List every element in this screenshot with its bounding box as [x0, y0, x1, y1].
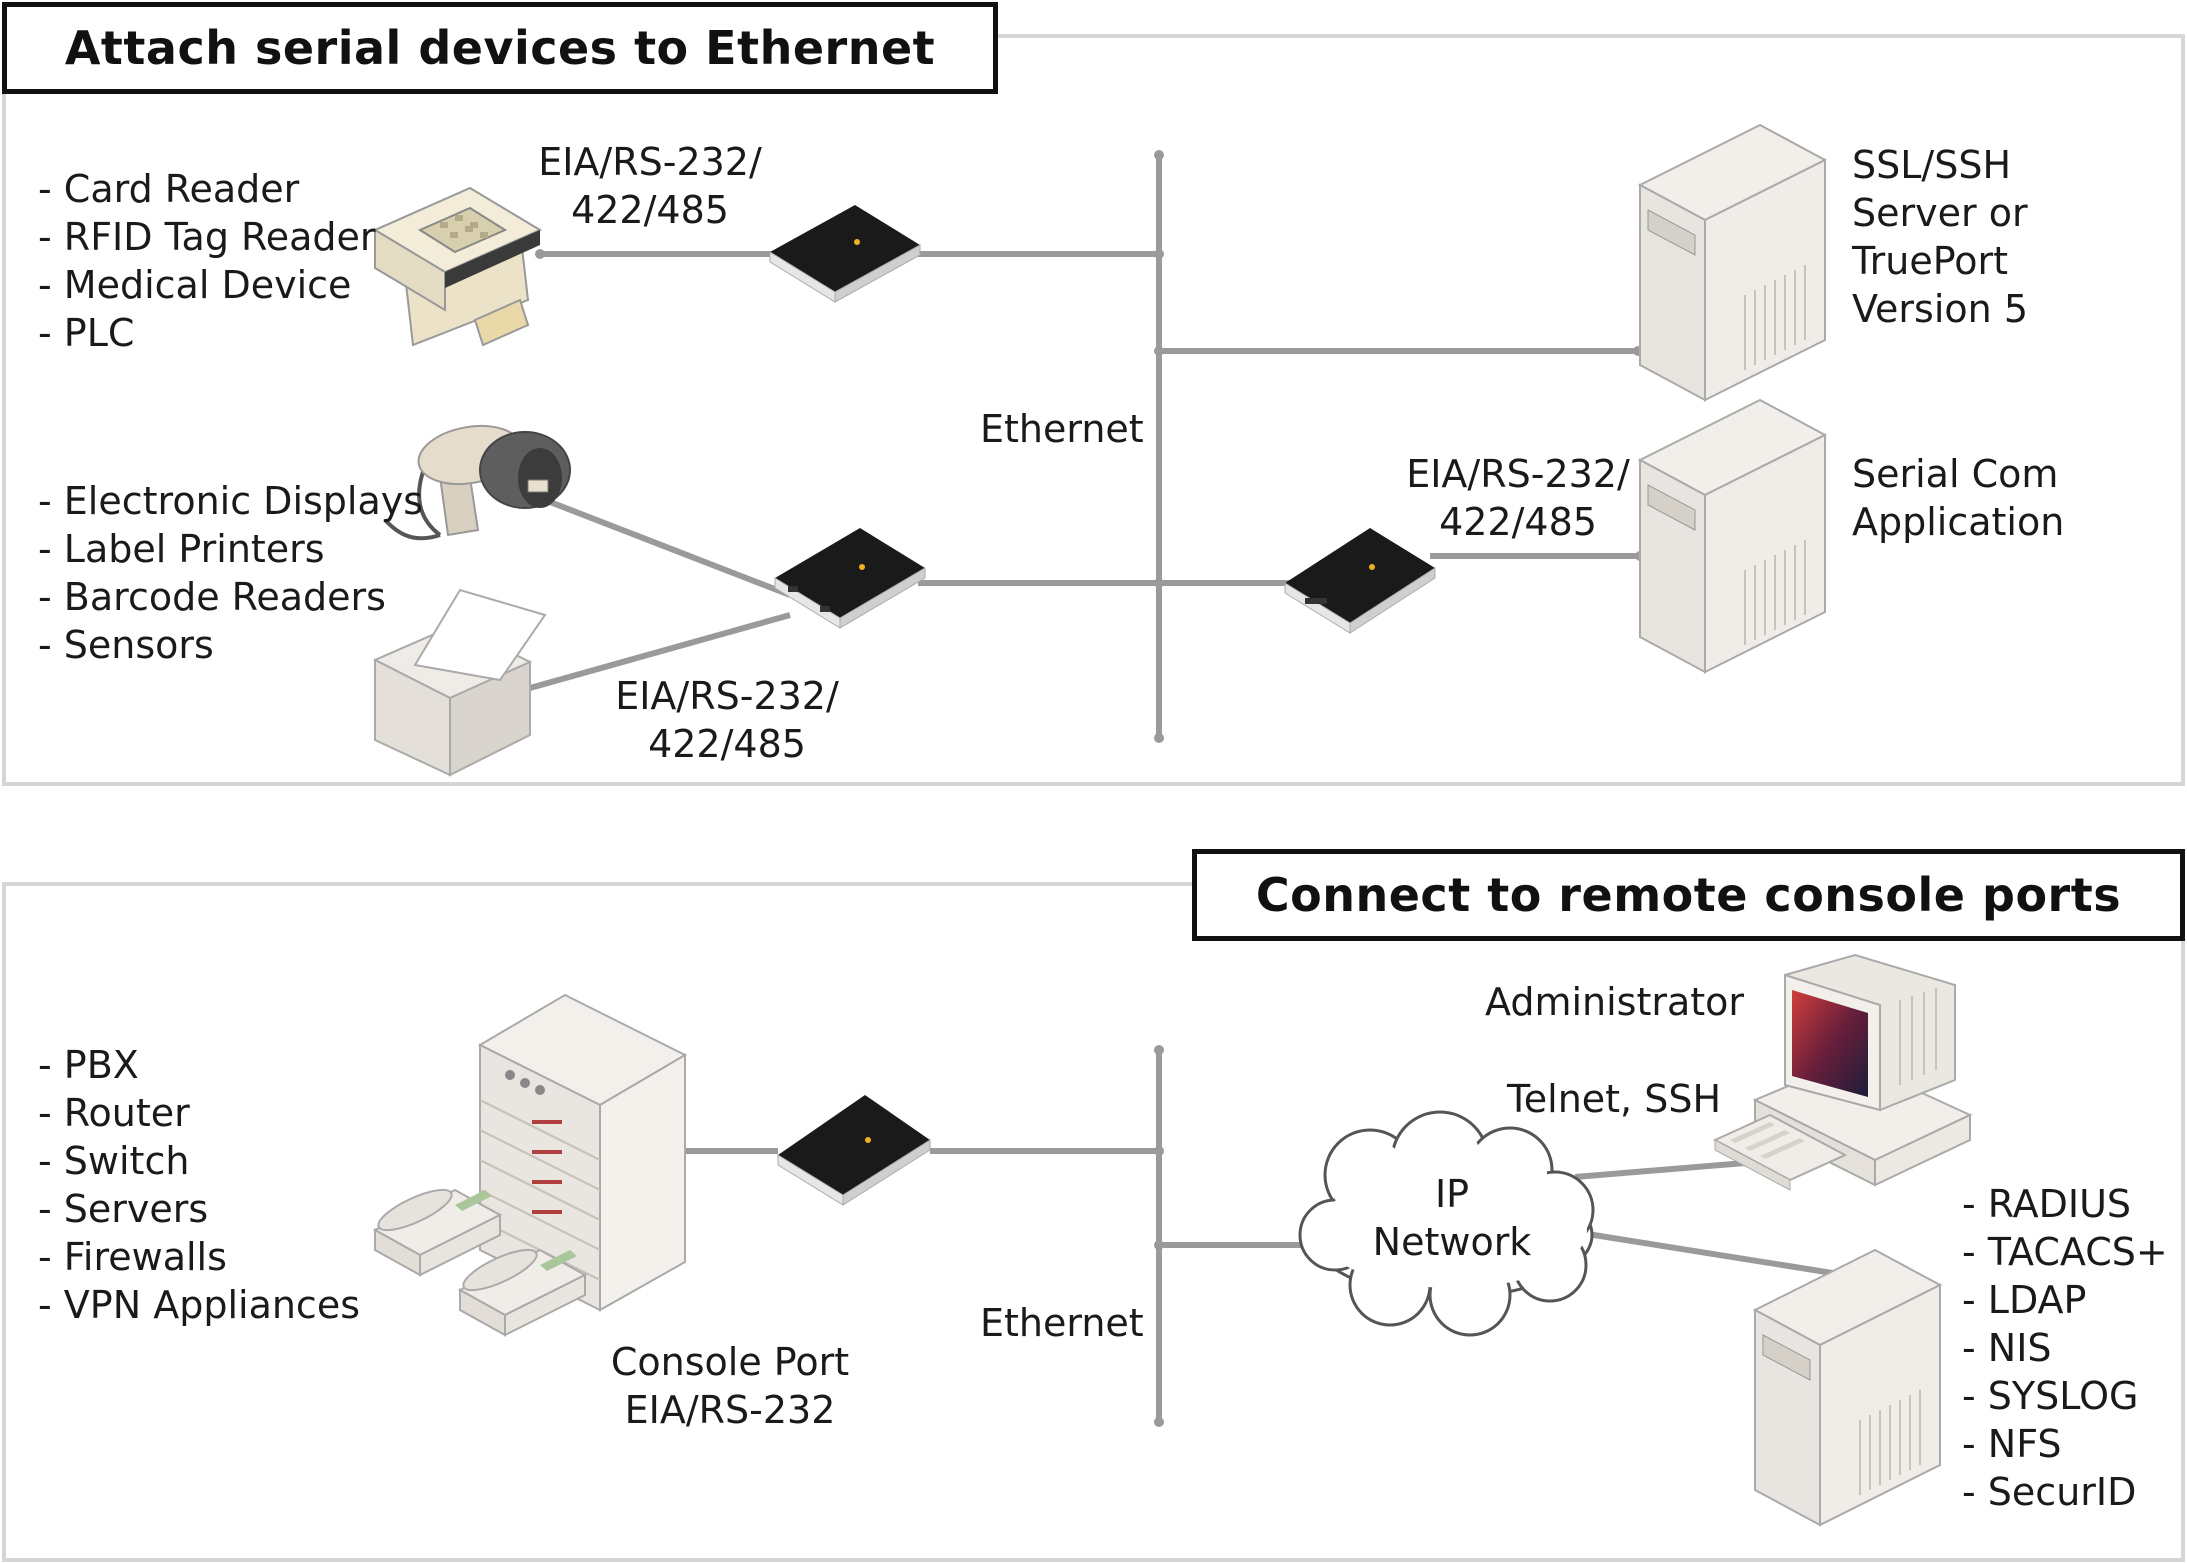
- list-item: Firewalls: [38, 1233, 360, 1281]
- administrator-label: Administrator: [1485, 980, 1745, 1024]
- workstation-icon: [1712, 953, 1973, 1191]
- console-port-label: Console Port EIA/RS-232: [610, 1340, 850, 1432]
- list-item: PBX: [38, 1041, 360, 1089]
- cables-bottom: [680, 1148, 1846, 1278]
- device-server-3: [1284, 528, 1436, 634]
- list-item: RADIUS: [1962, 1180, 2168, 1228]
- list-item: Label Printers: [38, 525, 423, 573]
- barcode-scanner-icon: [383, 424, 571, 541]
- telnet-ssh-label: Telnet, SSH: [1507, 1077, 1722, 1121]
- device-server-2: [774, 528, 926, 629]
- list-item: Servers: [38, 1185, 360, 1233]
- ssl-server-icon: [1637, 123, 1828, 402]
- ethernet-label-bottom: Ethernet: [980, 1301, 1144, 1345]
- list-item: LDAP: [1962, 1276, 2168, 1324]
- serial-device-list-b: Electronic Displays Label Printers Barco…: [38, 477, 423, 669]
- device-server-4: [777, 1095, 931, 1206]
- serial-app-label: Serial Com Application: [1852, 452, 2065, 544]
- list-item: Medical Device: [38, 261, 376, 309]
- card-reader-icon: [372, 186, 543, 347]
- list-item: SYSLOG: [1962, 1372, 2168, 1420]
- serial-protocol-label-1: EIA/RS-232/ 422/485: [538, 140, 762, 232]
- serial-protocol-label-2: EIA/RS-232/ 422/485: [615, 674, 839, 766]
- services-server-icon: [1752, 1248, 1943, 1527]
- list-item: Card Reader: [38, 165, 376, 213]
- serial-device-list-a: Card Reader RFID Tag Reader Medical Devi…: [38, 165, 376, 357]
- top-panel: [2, 34, 2185, 786]
- top-section-title: Attach serial devices to Ethernet: [2, 2, 998, 94]
- list-item: VPN Appliances: [38, 1281, 360, 1329]
- cables-top: [529, 251, 1640, 691]
- list-item: PLC: [38, 309, 376, 357]
- list-item: NIS: [1962, 1324, 2168, 1372]
- bottom-panel: [2, 882, 2185, 1562]
- auth-services-list: RADIUS TACACS+ LDAP NIS SYSLOG NFS Secur…: [1962, 1180, 2168, 1516]
- ip-network-label: IP Network: [1372, 1172, 1532, 1264]
- list-item: Electronic Displays: [38, 477, 423, 525]
- application-server-icon: [1637, 398, 1828, 674]
- ethernet-label-top: Ethernet: [980, 407, 1144, 451]
- list-item: NFS: [1962, 1420, 2168, 1468]
- serial-protocol-label-3: EIA/RS-232/ 422/485: [1406, 452, 1630, 544]
- list-item: Sensors: [38, 621, 423, 669]
- phone-icon-2: [457, 1248, 588, 1337]
- list-item: Switch: [38, 1137, 360, 1185]
- ssl-server-label: SSL/SSH Server or TruePort Version 5: [1852, 143, 2028, 331]
- list-item: RFID Tag Reader: [38, 213, 376, 261]
- phone-icon-1: [372, 1188, 503, 1277]
- console-device-list: PBX Router Switch Servers Firewalls VPN …: [38, 1041, 360, 1329]
- list-item: TACACS+: [1962, 1228, 2168, 1276]
- list-item: Barcode Readers: [38, 573, 423, 621]
- list-item: Router: [38, 1089, 360, 1137]
- device-server-1: [769, 205, 921, 303]
- bottom-section-title: Connect to remote console ports: [1192, 849, 2185, 941]
- list-item: SecurID: [1962, 1468, 2168, 1516]
